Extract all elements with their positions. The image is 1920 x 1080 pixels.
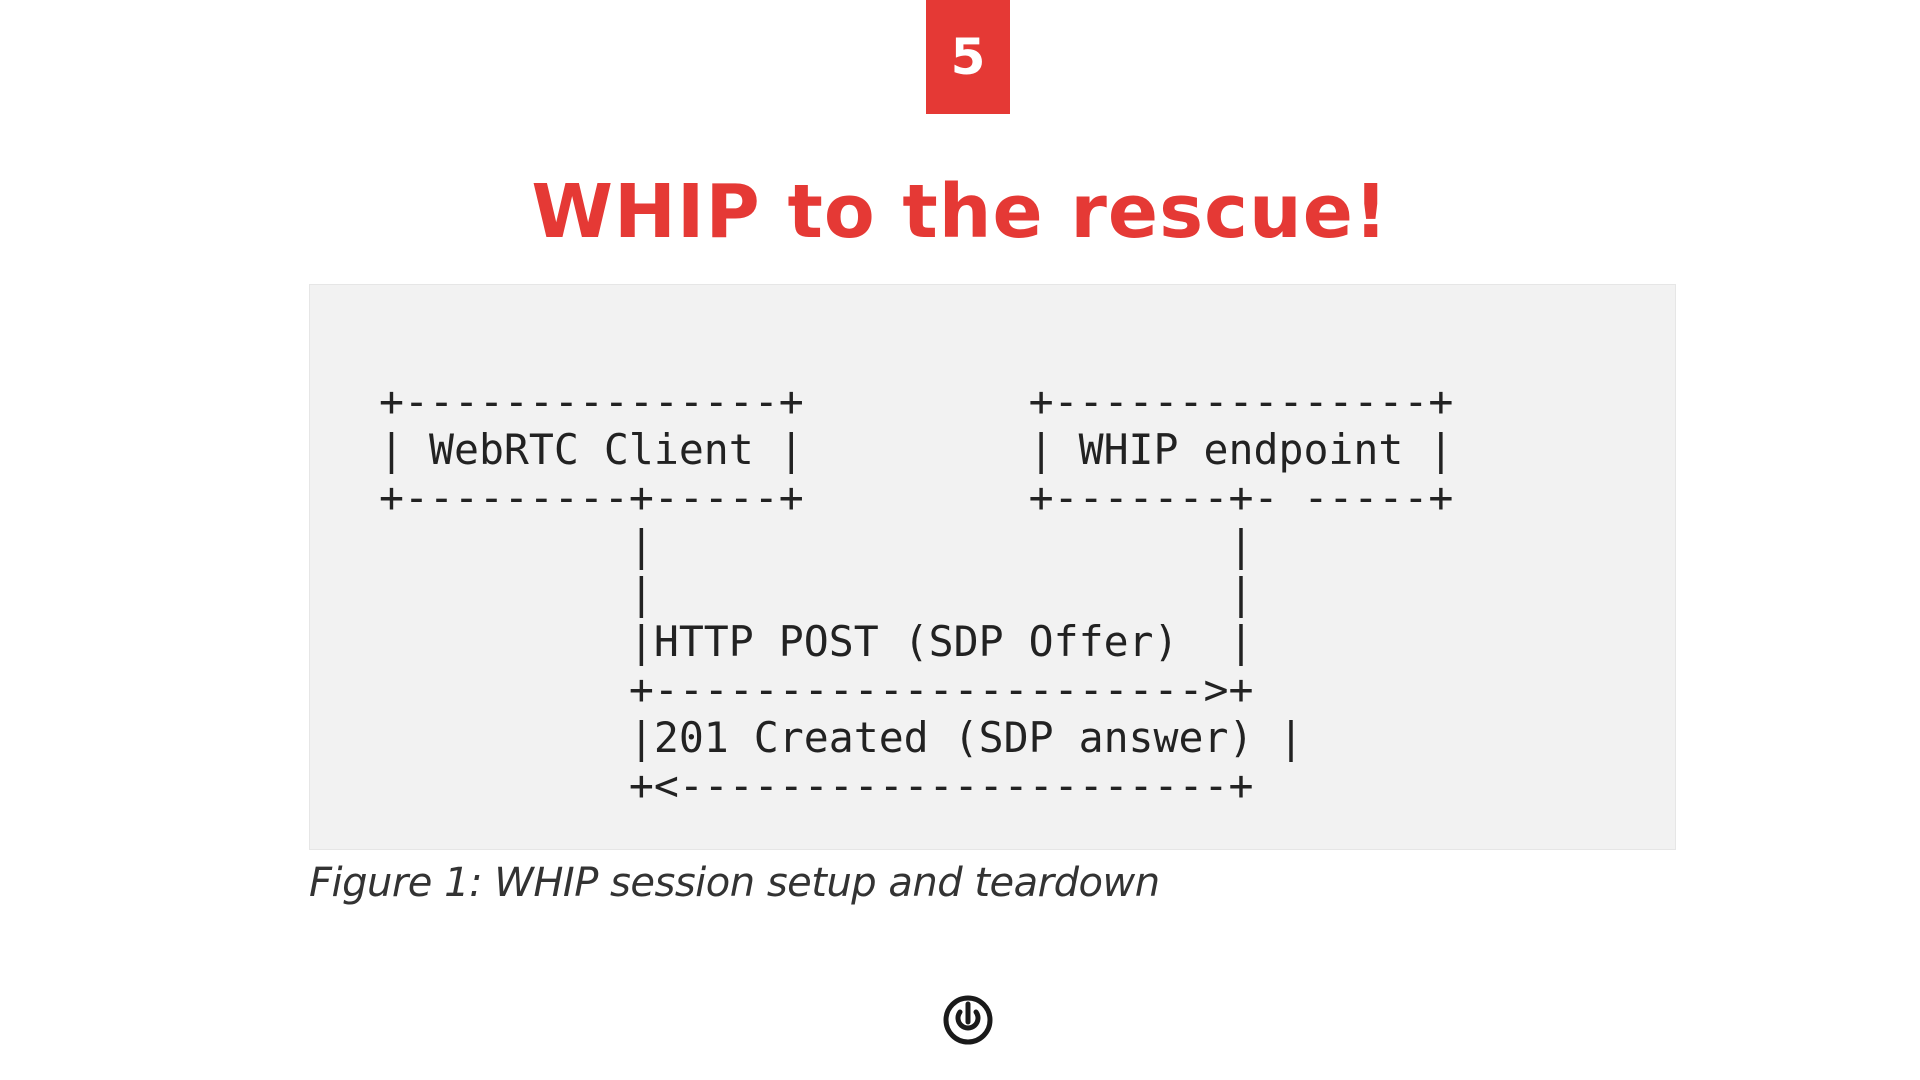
diagram-line: +---------------+ +---------------+ [379, 377, 1454, 426]
ascii-sequence-diagram: +---------------+ +---------------+| Web… [379, 378, 1453, 810]
slide-number-badge: 5 [926, 0, 1010, 114]
slide-title: WHIP to the rescue! [531, 169, 1389, 255]
diagram-line: +---------------------->+ [379, 665, 1254, 714]
diagram-line: +<----------------------+ [379, 761, 1254, 810]
power-circle-logo-icon [943, 995, 993, 1045]
diagram-line: | | [379, 521, 1254, 570]
diagram-line: | | [379, 569, 1254, 618]
sequence-diagram-figure: +---------------+ +---------------+| Web… [309, 284, 1676, 850]
diagram-line: |HTTP POST (SDP Offer) | [379, 617, 1254, 666]
figure-caption: Figure 1: WHIP session setup and teardow… [309, 860, 1160, 906]
diagram-line: | WebRTC Client | | WHIP endpoint | [379, 425, 1454, 474]
diagram-line: |201 Created (SDP answer) | [379, 713, 1304, 762]
diagram-line: +---------+-----+ +-------+- -----+ [379, 473, 1454, 522]
